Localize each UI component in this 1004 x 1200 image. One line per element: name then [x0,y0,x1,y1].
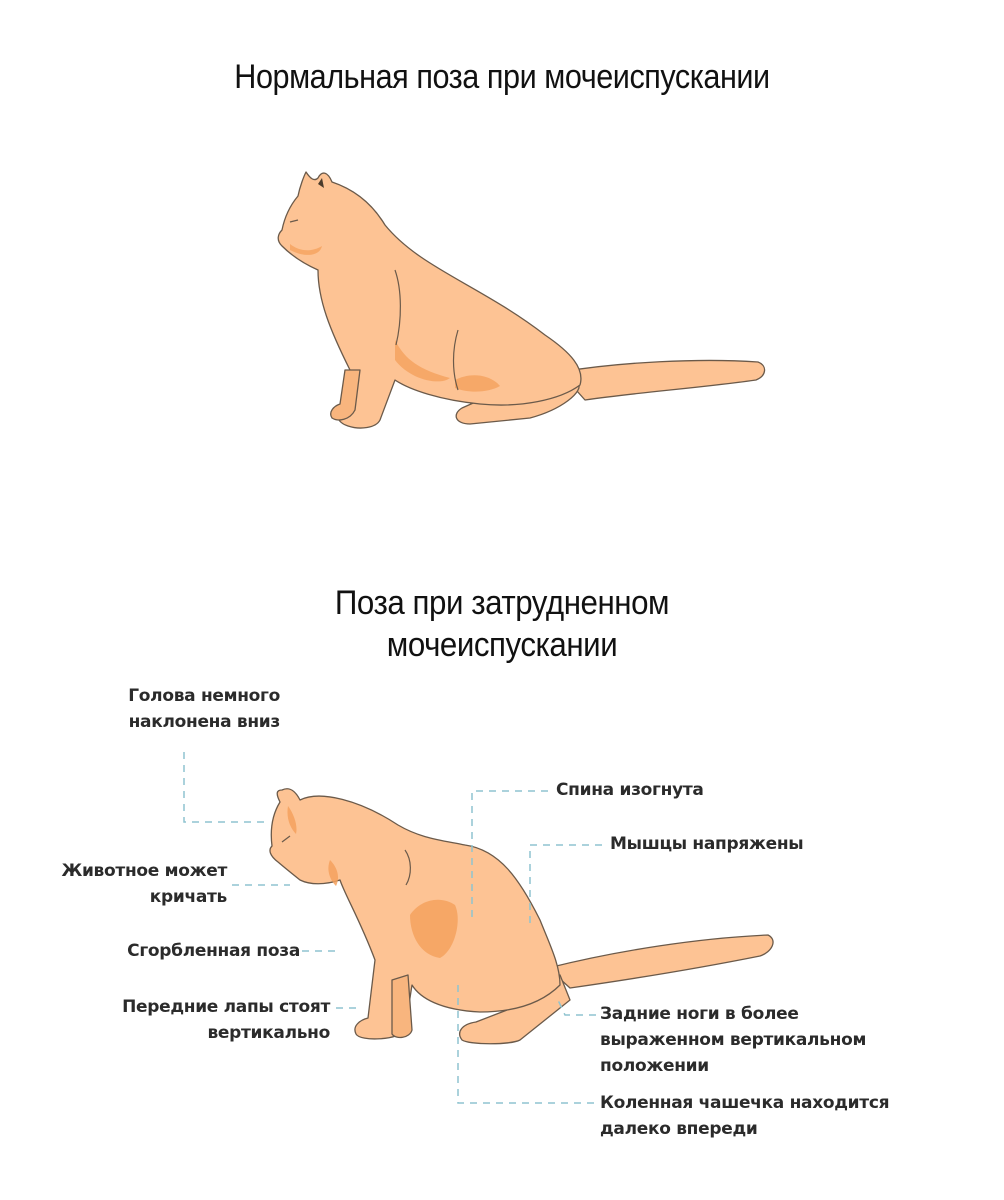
annotation-may-cry-line2: кричать [149,887,228,907]
annotation-kneecap-line2: далеко впереди [600,1119,758,1139]
annotation-kneecap-line1: Коленная чашечка находится [600,1093,890,1113]
annotation-head: Голова немного наклонена вниз [60,683,280,735]
annotation-hunched-pose-line1: Сгорбленная поза [127,941,300,961]
annotation-hind-legs-line1: Задние ноги в более [600,1004,799,1024]
annotation-may-cry-line1: Животное может [61,861,227,881]
normal-pose-title: Нормальная поза при мочеиспускании [234,58,770,96]
annotation-front-paws-line2: вертикально [207,1023,330,1043]
annotation-front-paws: Передние лапы стоят вертикально [20,994,330,1046]
annotation-head-line1: Голова немного [128,686,280,706]
annotation-may-cry: Животное может кричать [0,858,227,910]
annotation-hind-legs-line2: выраженном вертикальном [600,1030,867,1050]
annotation-hind-legs: Задние ноги в более выраженном вертикаль… [600,1001,866,1079]
annotation-head-line2: наклонена вниз [128,712,281,732]
annotation-kneecap: Коленная чашечка находится далеко вперед… [600,1090,890,1142]
difficult-pose-title: Поза при затрудненном мочеиспускании [40,582,964,666]
annotation-hunched-pose: Сгорбленная поза [40,938,300,964]
annotation-back-arched: Спина изогнута [556,777,704,803]
annotation-hind-legs-line3: положении [600,1056,709,1076]
difficult-pose-title-line1: Поза при затрудненном [334,584,670,622]
difficult-pose-title-line2: мочеиспускании [386,626,618,664]
cat-normal-urination-pose-icon [277,171,766,429]
annotation-muscles-tense: Мышцы напряжены [610,831,804,857]
annotation-front-paws-line1: Передние лапы стоят [122,997,330,1017]
annotation-back-arched-line1: Спина изогнута [556,780,704,800]
annotation-muscles-tense-line1: Мышцы напряжены [610,834,804,854]
